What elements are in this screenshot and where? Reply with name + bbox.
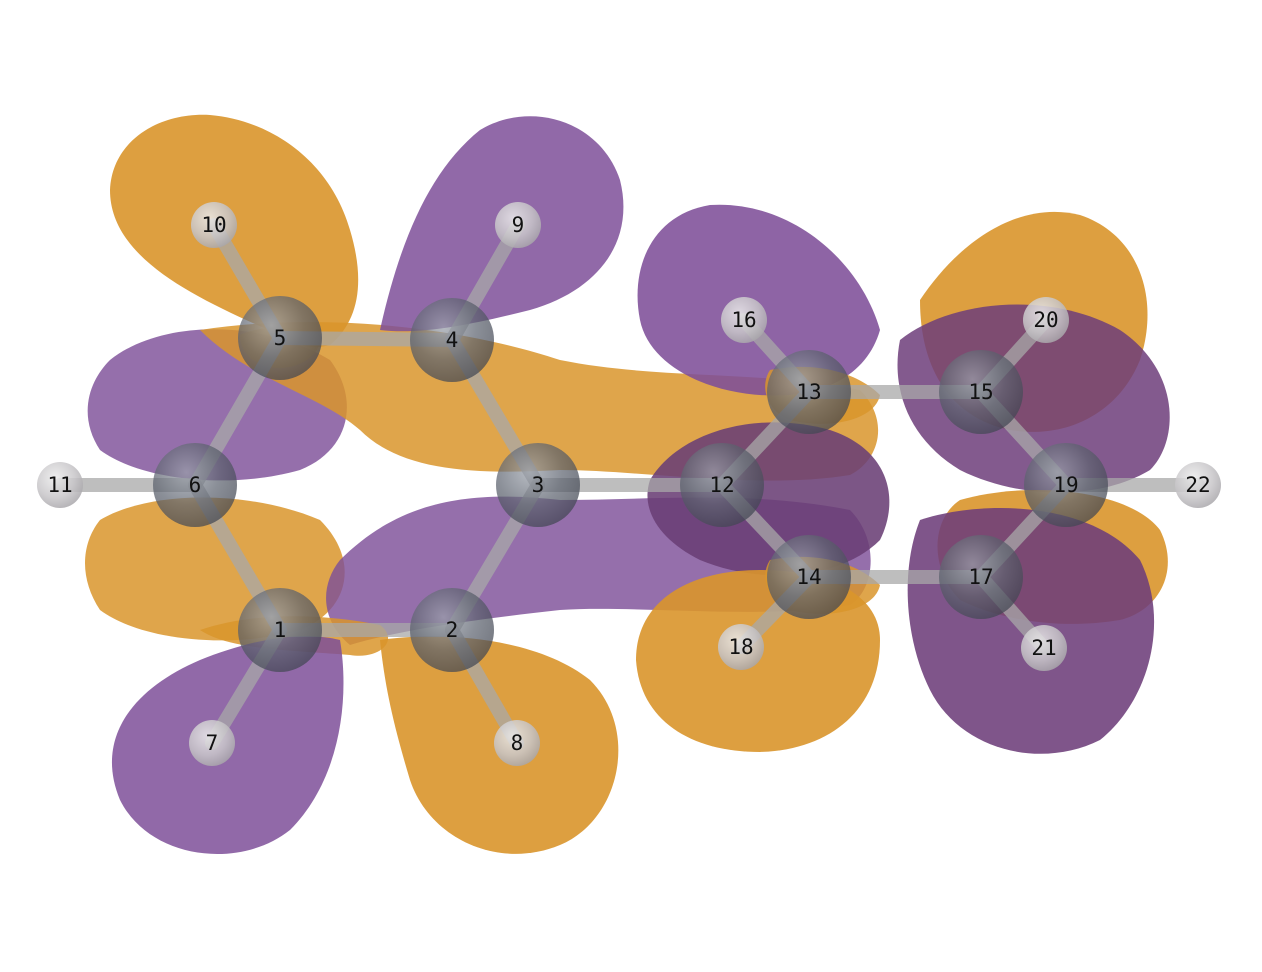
atom-21[interactable]: 21 (1021, 625, 1067, 671)
atom-label: 12 (709, 473, 734, 497)
atom-19[interactable]: 19 (1024, 443, 1108, 527)
atom-8[interactable]: 8 (494, 720, 540, 766)
atom-label: 18 (728, 635, 753, 659)
atom-20[interactable]: 20 (1023, 297, 1069, 343)
atom-sphere-12 (680, 443, 764, 527)
atom-sphere-18 (718, 624, 764, 670)
atom-label: 5 (274, 326, 287, 350)
atom-2[interactable]: 2 (410, 588, 494, 672)
lobe-negative-atom15-19 (897, 304, 1170, 493)
atom-sphere-1 (238, 588, 322, 672)
atom-sphere-13 (767, 350, 851, 434)
atom-label: 22 (1185, 473, 1210, 497)
atom-1[interactable]: 1 (238, 588, 322, 672)
atom-sphere-15 (939, 350, 1023, 434)
atom-10[interactable]: 10 (191, 202, 237, 248)
atom-label: 15 (968, 380, 993, 404)
atom-11[interactable]: 11 (37, 462, 83, 508)
atom-label: 9 (512, 213, 525, 237)
atom-label: 8 (511, 731, 524, 755)
atom-sphere-19 (1024, 443, 1108, 527)
atom-sphere-2 (410, 588, 494, 672)
atom-7[interactable]: 7 (189, 720, 235, 766)
atom-label: 1 (274, 618, 287, 642)
atom-label: 11 (47, 473, 72, 497)
atom-sphere-17 (939, 535, 1023, 619)
atom-label: 20 (1033, 308, 1058, 332)
atom-12[interactable]: 12 (680, 443, 764, 527)
atom-label: 4 (446, 328, 459, 352)
atom-14[interactable]: 14 (767, 535, 851, 619)
lobe-negative-atom13-upper (637, 204, 880, 396)
atom-4[interactable]: 4 (410, 298, 494, 382)
atom-sphere-11 (37, 462, 83, 508)
atom-label: 16 (731, 308, 756, 332)
atom-sphere-10 (191, 202, 237, 248)
atom-label: 21 (1031, 636, 1056, 660)
atom-label: 19 (1053, 473, 1078, 497)
atom-label: 3 (532, 473, 545, 497)
atom-15[interactable]: 15 (939, 350, 1023, 434)
atom-6[interactable]: 6 (153, 443, 237, 527)
atom-label: 17 (968, 565, 993, 589)
atom-3[interactable]: 3 (496, 443, 580, 527)
atom-sphere-6 (153, 443, 237, 527)
atom-sphere-21 (1021, 625, 1067, 671)
atom-sphere-22 (1175, 462, 1221, 508)
atom-sphere-4 (410, 298, 494, 382)
atom-label: 10 (201, 213, 226, 237)
atom-13[interactable]: 13 (767, 350, 851, 434)
atom-17[interactable]: 17 (939, 535, 1023, 619)
atom-sphere-14 (767, 535, 851, 619)
atom-label: 2 (446, 618, 459, 642)
atom-label: 14 (796, 565, 821, 589)
atom-sphere-9 (495, 202, 541, 248)
atom-22[interactable]: 22 (1175, 462, 1221, 508)
atom-sphere-8 (494, 720, 540, 766)
atom-sphere-20 (1023, 297, 1069, 343)
atom-label: 7 (206, 731, 219, 755)
atom-sphere-5 (238, 296, 322, 380)
atom-label: 6 (189, 473, 202, 497)
atom-9[interactable]: 9 (495, 202, 541, 248)
atom-16[interactable]: 16 (721, 297, 767, 343)
atom-sphere-16 (721, 297, 767, 343)
atom-sphere-7 (189, 720, 235, 766)
atom-sphere-3 (496, 443, 580, 527)
atom-5[interactable]: 5 (238, 296, 322, 380)
atom-18[interactable]: 18 (718, 624, 764, 670)
atom-label: 13 (796, 380, 821, 404)
